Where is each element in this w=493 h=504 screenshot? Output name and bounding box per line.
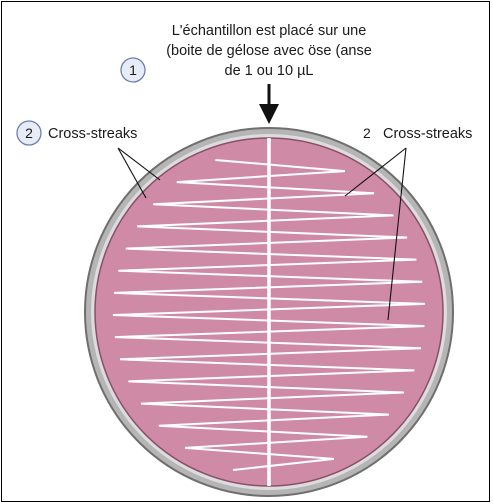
step-2-leader-left-1 bbox=[118, 148, 160, 180]
inoculation-arrow-head bbox=[259, 104, 279, 124]
step-1-text-line-3: de 1 ou 10 µL bbox=[225, 63, 314, 79]
step-2-label-right: Cross-streaks bbox=[383, 126, 472, 142]
step-1-text-line-1: L'échantillon est placé sur une bbox=[172, 23, 367, 39]
step-2-number-left: 2 bbox=[25, 125, 33, 141]
step-2-label-left: Cross-streaks bbox=[48, 126, 137, 142]
step-2-number-right: 2 bbox=[363, 125, 371, 141]
step-1-text-line-2: (boite de gélose avec öse (anse bbox=[166, 43, 372, 59]
step-1-number: 1 bbox=[129, 62, 137, 78]
